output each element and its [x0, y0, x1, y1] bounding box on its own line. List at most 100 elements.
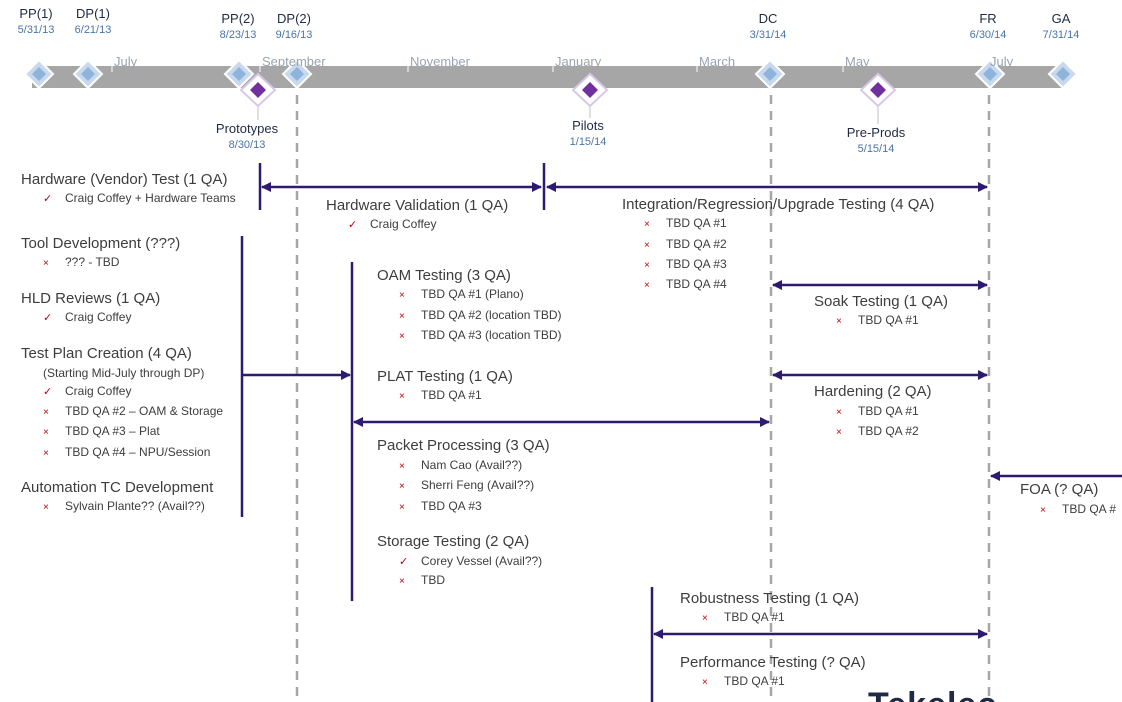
cross-icon: × — [43, 427, 49, 438]
item-text: TBD QA #3 (location TBD) — [421, 327, 562, 342]
block-hld-reviews: HLD Reviews (1 QA) ✓ Craig Coffey — [21, 290, 160, 324]
list-item: × TBD QA #1 (Plano) — [377, 285, 562, 305]
block-title: OAM Testing (3 QA) — [377, 267, 511, 284]
block-title: Integration/Regression/Upgrade Testing (… — [622, 196, 935, 213]
block-storage-testing: Storage Testing (2 QA) ✓Corey Vessel (Av… — [377, 533, 542, 592]
milestone-name: DP(2) — [277, 11, 311, 26]
list-item: × Sylvain Plante?? (Avail??) — [21, 499, 213, 513]
list-item: ×TBD QA #3 (location TBD) — [377, 326, 562, 346]
item-text: TBD QA #1 — [666, 216, 727, 231]
milestone-name: FR — [979, 11, 997, 26]
list-item: ×TBD — [377, 571, 542, 592]
milestone-date: 6/30/14 — [969, 29, 1007, 41]
milestone-guides — [295, 95, 991, 702]
block-title: Tool Development (???) — [21, 235, 181, 252]
item-text: Nam Cao (Avail??) — [421, 457, 523, 472]
cross-icon: × — [399, 391, 405, 402]
milestone-name: Prototypes — [215, 121, 279, 136]
list-item: × TBD QA #3 — [622, 255, 934, 275]
item-text: TBD QA #3 – Plat — [65, 424, 160, 438]
item-text: TBD QA #1 (Plano) — [421, 287, 524, 302]
item-text: TBD QA #3 — [666, 256, 727, 271]
milestone-name: DP(1) — [76, 6, 110, 21]
cross-icon: × — [644, 280, 650, 292]
list-item: × Sherri Feng (Avail??) — [377, 476, 550, 497]
cross-icon: × — [399, 460, 405, 472]
block-oam-testing: OAM Testing (3 QA) ×TBD QA #1 (Plano) ×T… — [377, 267, 562, 346]
block-title: Automation TC Development — [21, 479, 214, 496]
month-label: November — [410, 54, 470, 69]
list-item: ✓Craig Coffey — [326, 217, 508, 231]
list-item: × TBD QA #1 — [814, 313, 948, 327]
milestone-date: 5/15/14 — [857, 143, 895, 155]
timeline-bar — [32, 66, 1064, 88]
item-text: TBD QA #1 — [858, 313, 919, 327]
milestone-name: PP(2) — [221, 11, 255, 26]
item-text: Sylvain Plante?? (Avail??) — [65, 499, 205, 513]
item-text: Sherri Feng (Avail??) — [421, 478, 535, 492]
block-title: Hardening (2 QA) — [814, 383, 932, 400]
cross-icon: × — [399, 290, 405, 302]
list-item: ×TBD QA #1 — [680, 674, 866, 688]
cross-icon: × — [836, 406, 842, 418]
list-item: ×TBD QA #4 — [622, 275, 934, 295]
milestone-name: GA — [1051, 11, 1071, 26]
cross-icon: × — [43, 502, 49, 513]
month-label: July — [990, 54, 1014, 69]
cross-icon: × — [43, 406, 49, 418]
block-subtitle: (Starting Mid-July through DP) — [43, 365, 205, 380]
block-title: Robustness Testing (1 QA) — [680, 590, 859, 607]
item-text: TBD QA #1 — [858, 403, 919, 418]
list-item: ✓Craig Coffey + Hardware Teams — [21, 191, 236, 205]
cross-icon: × — [644, 239, 650, 251]
block-performance-testing: Performance Testing (? QA) ×TBD QA #1 — [680, 654, 866, 688]
cross-icon: × — [399, 310, 405, 322]
cross-icon: × — [644, 259, 650, 271]
logo-text: Tekelec — [868, 686, 1122, 702]
block-title: HLD Reviews (1 QA) — [21, 290, 161, 307]
bracket-lines — [240, 163, 654, 702]
cross-icon: × — [702, 613, 708, 624]
month-label: March — [699, 54, 736, 69]
month-label: January — [555, 54, 602, 69]
block-soak-testing: Soak Testing (1 QA) × TBD QA #1 — [814, 293, 948, 327]
milestone-date: 5/31/13 — [17, 24, 55, 36]
block-foa: FOA (? QA) — [1020, 481, 1098, 498]
item-text: TBD QA #3 — [421, 498, 482, 513]
check-icon: ✓ — [43, 386, 53, 398]
company-logo: Tekelec — [868, 686, 1122, 702]
item-text: Craig Coffey — [65, 384, 132, 398]
block-automation-tc: Automation TC Development × Sylvain Plant… — [21, 479, 213, 513]
block-hardening: Hardening (2 QA) ×TBD QA #1 ×TBD QA #2 — [814, 383, 932, 443]
list-item: ×TBD QA #2 (location TBD) — [377, 306, 562, 326]
check-icon: ✓ — [43, 312, 53, 324]
block-robustness-testing: Robustness Testing (1 QA) × TBD QA #1 — [680, 590, 859, 624]
milestone-date: 3/31/14 — [749, 29, 787, 41]
cross-icon: × — [836, 316, 842, 327]
item-text: Craig Coffey — [370, 217, 437, 231]
block-title: PLAT Testing (1 QA) — [377, 368, 513, 385]
item-text: TBD QA # — [1062, 502, 1117, 516]
milestone-date: 9/16/13 — [275, 29, 313, 41]
item-text: Craig Coffey — [65, 310, 132, 324]
list-item: ×TBD QA # — [1040, 502, 1122, 516]
milestone-name: Pilots — [572, 118, 604, 133]
item-text: TBD QA #2 — [858, 424, 919, 438]
cross-icon: × — [43, 258, 49, 269]
block-plat-testing: PLAT Testing (1 QA) ×TBD QA #1 — [377, 368, 513, 402]
cross-icon: × — [644, 219, 650, 231]
milestone-date: 6/21/13 — [74, 24, 112, 36]
month-label: September — [262, 54, 326, 69]
block-title: Soak Testing (1 QA) — [814, 293, 948, 310]
milestone-date: 1/15/14 — [569, 136, 607, 148]
milestone-name: DC — [758, 11, 778, 26]
check-icon: ✓ — [399, 555, 409, 568]
cross-icon: × — [399, 481, 405, 492]
duration-arrows — [243, 182, 1122, 639]
list-item: × TBD QA #1 — [622, 214, 934, 234]
block-title: Performance Testing (? QA) — [680, 654, 866, 671]
item-text: TBD QA #1 — [724, 610, 785, 624]
list-item: ×TBD QA #3 — [377, 497, 550, 518]
list-item: × TBD QA #3 – Plat — [21, 422, 223, 443]
month-ticks — [111, 55, 989, 72]
